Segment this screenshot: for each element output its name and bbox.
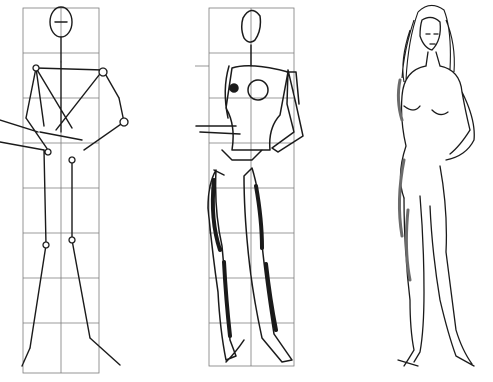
stick-figure	[0, 7, 128, 373]
mannequin-figure	[195, 8, 303, 366]
leg-right-outline	[440, 166, 472, 364]
finished-figure	[398, 5, 474, 366]
mannequin-arm-right	[272, 70, 303, 152]
joint-markers	[33, 65, 128, 248]
figure-shading	[398, 80, 410, 280]
mannequin-torso	[226, 66, 288, 150]
torso-outline	[400, 66, 426, 198]
stick-skeleton	[0, 7, 124, 366]
shoulder-line	[36, 68, 103, 70]
figure-outline	[398, 17, 474, 366]
arm-bent	[446, 92, 474, 160]
